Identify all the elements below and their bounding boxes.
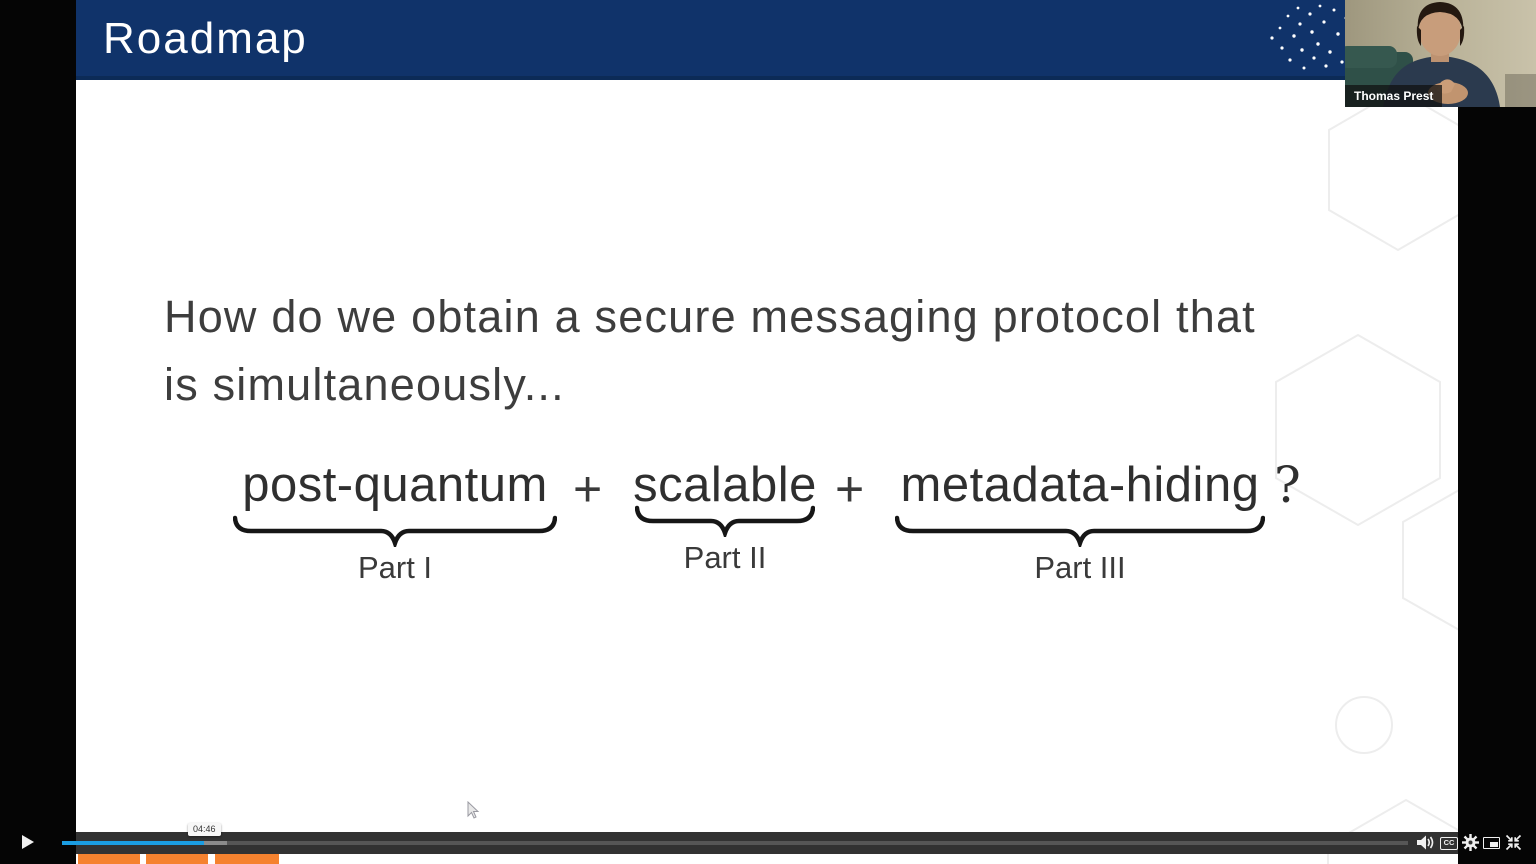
- play-icon[interactable]: [22, 835, 34, 849]
- exit-fullscreen-icon[interactable]: [1505, 834, 1522, 851]
- slide-footer-accent: [78, 853, 140, 864]
- slide-header-bar: Roadmap: [76, 0, 1458, 80]
- settings-gear-icon[interactable]: [1462, 834, 1479, 851]
- formula-term-post-quantum: post-quantum Part I: [233, 456, 557, 586]
- speaker-webcam-video: Thomas Prest: [1345, 0, 1536, 107]
- volume-icon[interactable]: [1416, 834, 1435, 851]
- slide-title: Roadmap: [103, 14, 308, 63]
- captions-label: CC: [1443, 838, 1455, 847]
- mouse-cursor: [467, 801, 480, 819]
- term-text: post-quantum: [242, 458, 548, 512]
- slide-footer-accent: [215, 853, 279, 864]
- heading-line-1: How do we obtain a secure messaging prot…: [164, 291, 1256, 342]
- part-label: Part II: [683, 540, 767, 575]
- part-label: Part I: [357, 550, 433, 585]
- time-tooltip: 04:46: [188, 823, 221, 836]
- captions-icon[interactable]: CC: [1440, 837, 1458, 850]
- progress-played: [62, 841, 204, 845]
- heading-line-2: is simultaneously...: [164, 359, 565, 410]
- slide-footer-accent: [146, 853, 208, 864]
- progress-bar[interactable]: [62, 841, 1408, 845]
- term-text: scalable: [633, 458, 817, 512]
- pip-inner-rect: [1490, 842, 1498, 847]
- plus-sign: +: [835, 461, 865, 517]
- formula-term-metadata-hiding: metadata-hiding Part III: [895, 456, 1265, 586]
- underbrace: [233, 515, 557, 547]
- formula-term-scalable: scalable Part II: [633, 456, 817, 576]
- part-label: Part III: [1034, 550, 1126, 585]
- question-mark: ?: [1274, 456, 1301, 514]
- underbrace: [635, 505, 815, 537]
- progress-buffered: [204, 841, 227, 845]
- presentation-slide: Roadmap: [76, 0, 1458, 864]
- pip-icon[interactable]: [1483, 837, 1500, 849]
- term-text: metadata-hiding: [900, 458, 1260, 512]
- plus-sign: +: [573, 461, 603, 517]
- speaker-name-label: Thomas Prest: [1345, 85, 1443, 107]
- underbrace: [895, 515, 1265, 547]
- slide-heading: How do we obtain a secure messaging prot…: [164, 283, 1256, 419]
- hexagon-pattern-decoration: [1275, 88, 1458, 864]
